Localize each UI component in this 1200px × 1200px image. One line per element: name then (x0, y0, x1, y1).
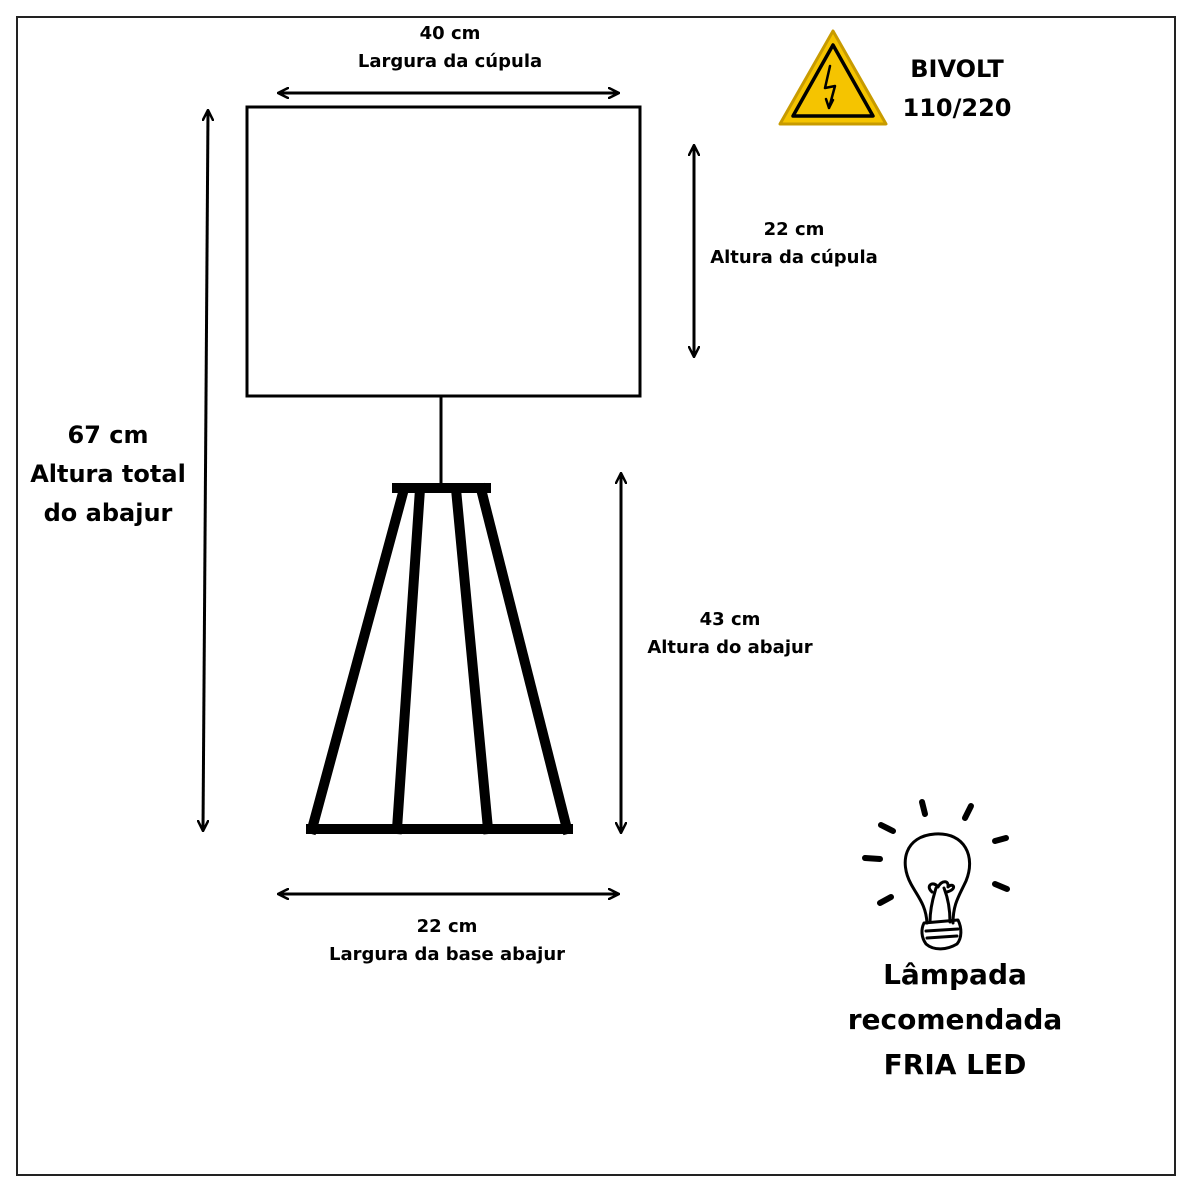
lamp-line-2: recomendada (847, 1003, 1063, 1036)
voltage-label: BIVOLT 110/220 (887, 50, 1027, 128)
light-bulb-icon (862, 799, 1010, 951)
high-voltage-warning-icon (778, 29, 888, 126)
lamp-line-1: Lâmpada (883, 958, 1027, 991)
image-frame (16, 16, 1176, 1176)
lamp-recommendation-label: Lâmpada recomendada FRIA LED (830, 952, 1080, 1087)
base-width-value: 22 cm (416, 916, 478, 937)
voltage-line-1: BIVOLT (910, 55, 1004, 83)
total-height-arrow (203, 111, 208, 830)
shade-width-label: 40 cm Largura da cúpula (300, 20, 600, 76)
shade-height-text: Altura da cúpula (710, 247, 878, 268)
base-height-value: 43 cm (699, 609, 761, 630)
shade-width-value: 40 cm (419, 23, 481, 44)
lamp-base (305, 482, 574, 836)
total-height-label: 67 cm Altura total do abajur (18, 416, 198, 533)
voltage-line-2: 110/220 (902, 94, 1012, 122)
total-height-text-1: Altura total (30, 460, 186, 488)
base-width-text: Largura da base abajur (328, 944, 566, 965)
lamp-line-3: FRIA LED (883, 1048, 1027, 1081)
base-width-label: 22 cm Largura da base abajur (287, 913, 607, 969)
lamp-shade (245, 105, 642, 398)
shade-height-label: 22 cm Altura da cúpula (694, 216, 894, 272)
base-height-text: Altura do abajur (647, 637, 813, 658)
shade-width-text: Largura da cúpula (357, 51, 543, 72)
base-height-label: 43 cm Altura do abajur (630, 606, 830, 662)
total-height-text-2: do abajur (43, 499, 173, 527)
shade-height-value: 22 cm (763, 219, 825, 240)
total-height-value: 67 cm (67, 421, 149, 449)
